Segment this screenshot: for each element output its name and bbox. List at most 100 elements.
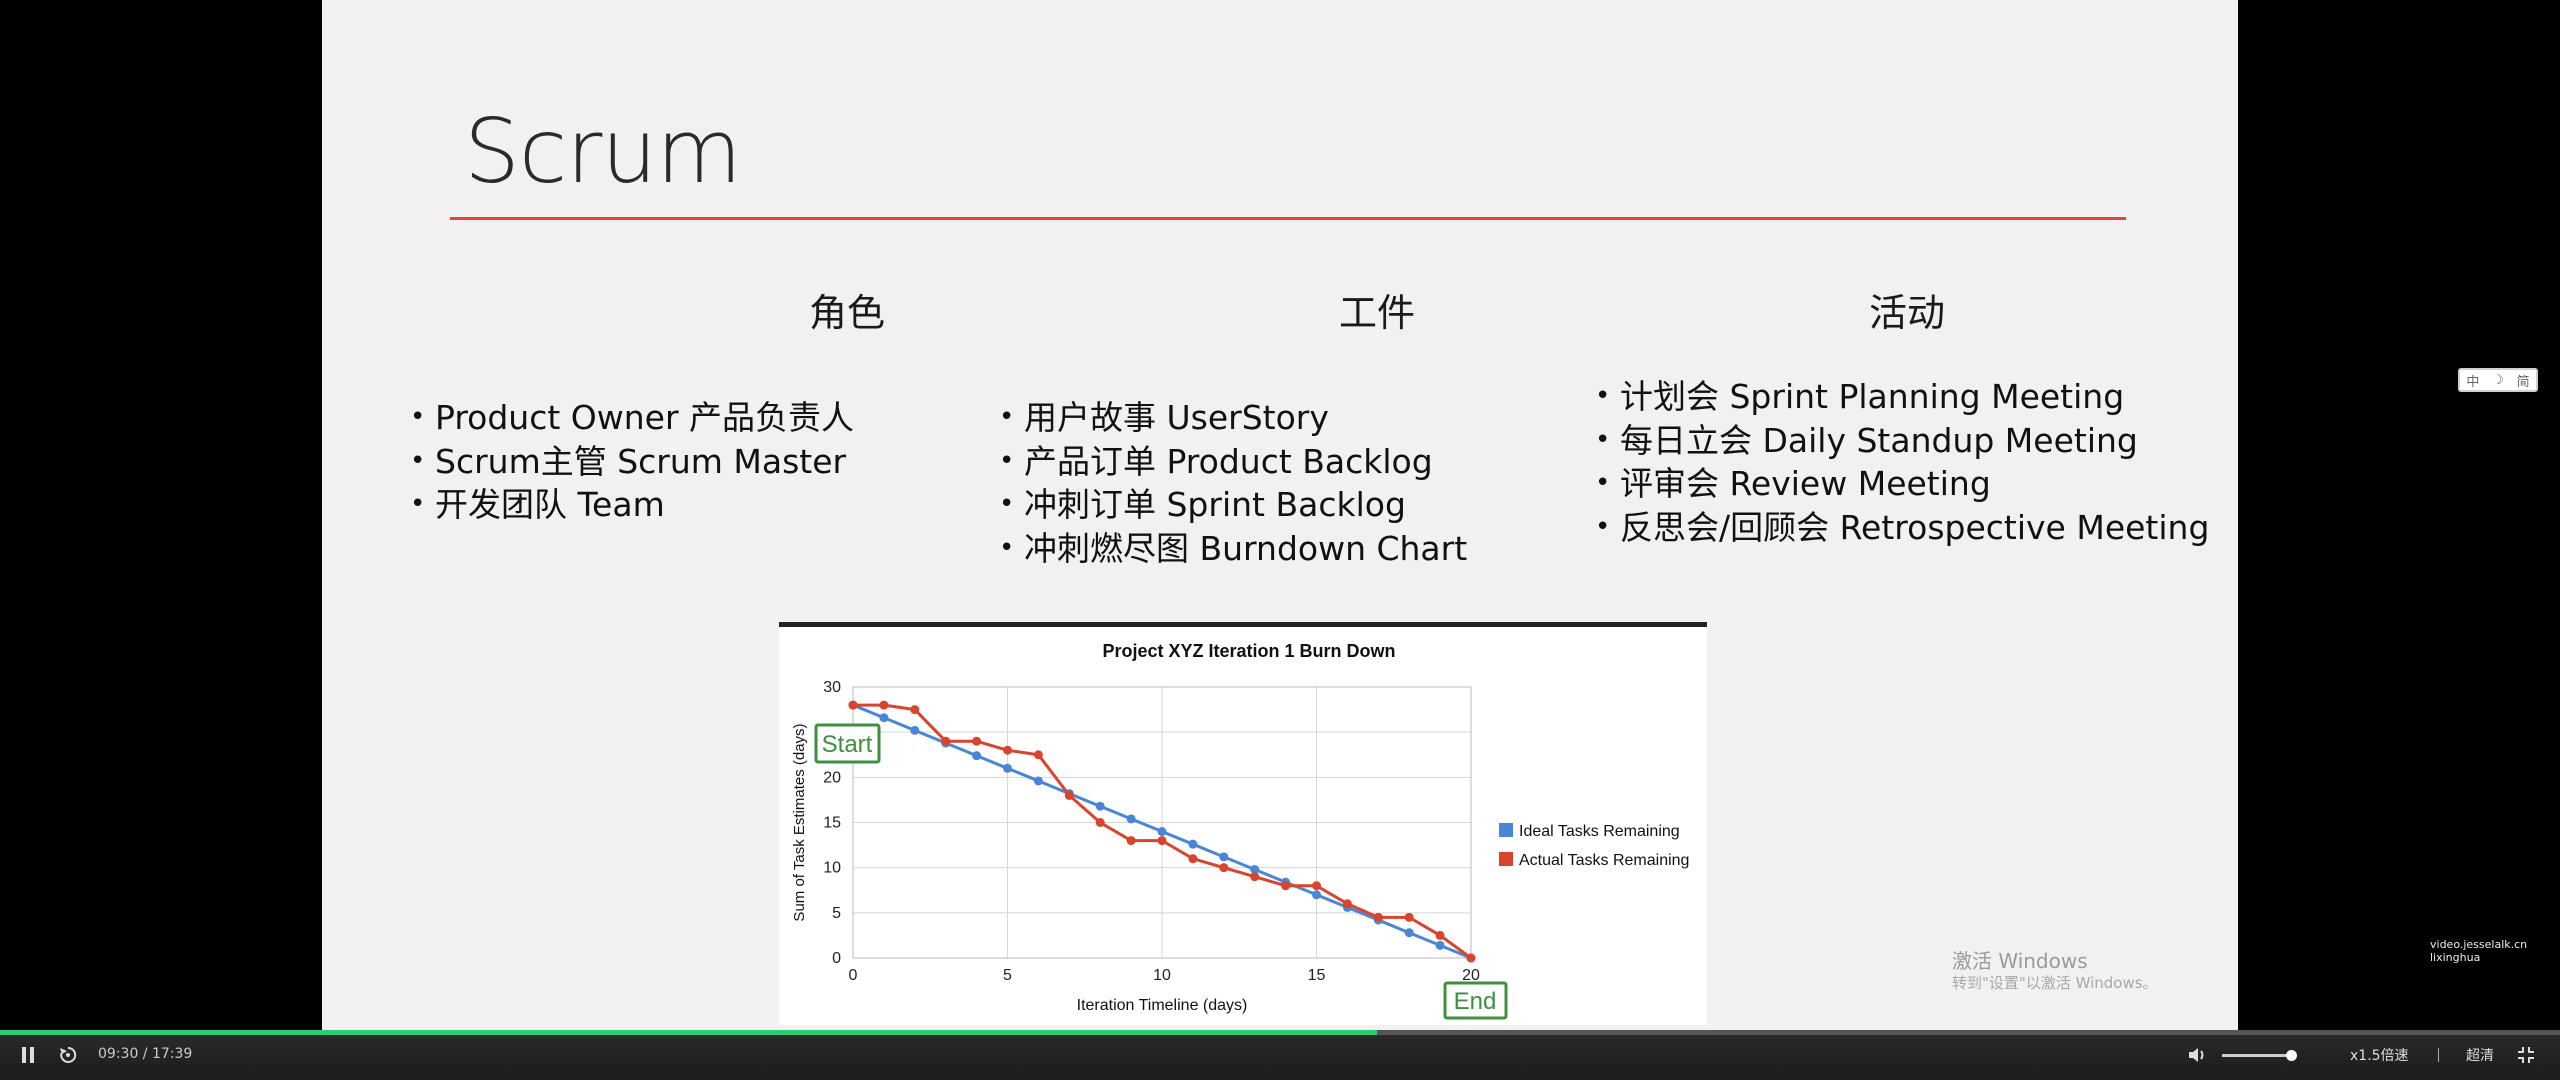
data-point [1342, 899, 1352, 909]
burndown-chart-svg: 05101520253005101520Project XYZ Iteratio… [791, 641, 1689, 1020]
volume-icon [2189, 1048, 2204, 1062]
data-point [1281, 881, 1291, 891]
y-tick-label: 30 [823, 679, 841, 696]
data-point [1064, 790, 1074, 800]
list-item: 开发团队 Team [410, 483, 854, 527]
x-tick-label: 20 [1462, 967, 1480, 984]
data-point [910, 705, 920, 715]
data-point [972, 736, 982, 746]
data-point [941, 736, 951, 746]
volume-slider[interactable] [2222, 1054, 2292, 1057]
column-heading-activities: 活动 [1868, 291, 1945, 335]
y-tick-label: 10 [823, 860, 841, 877]
data-point [1095, 818, 1105, 827]
list-item: Scrum主管 Scrum Master [410, 440, 854, 484]
volume-button[interactable] [2186, 1043, 2210, 1067]
list-item: 冲刺订单 Sprint Backlog [999, 483, 1467, 527]
data-point [1312, 890, 1321, 900]
data-point [1404, 912, 1414, 922]
list-item: 产品订单 Product Backlog [999, 440, 1467, 484]
start-annotation-label: Start [822, 731, 873, 758]
controls-divider [2438, 1048, 2439, 1062]
playback-time: 09:30 / 17:39 [98, 1046, 193, 1062]
slide: Scrum 角色 工件 活动 Product Owner 产品负责人 Scrum… [322, 0, 2238, 1030]
data-point [1219, 863, 1229, 873]
data-point [1003, 763, 1012, 773]
ime-simplified-icon[interactable]: 简 [2516, 374, 2530, 390]
data-point [1435, 930, 1445, 940]
x-tick-label: 0 [849, 967, 858, 984]
playback-speed-button[interactable]: x1.5倍速 [2350, 1048, 2409, 1064]
roles-list: Product Owner 产品负责人 Scrum主管 Scrum Master… [410, 396, 854, 527]
chart-title: Project XYZ Iteration 1 Burn Down [1102, 641, 1395, 661]
ime-moon-icon[interactable]: ☽ [2492, 372, 2504, 388]
activities-list: 计划会 Sprint Planning Meeting 每日立会 Daily S… [1595, 375, 2209, 549]
data-point [1095, 801, 1105, 811]
column-heading-artifacts: 工件 [1338, 291, 1415, 335]
volume-slider-knob[interactable] [2286, 1050, 2297, 1061]
slide-title: Scrum [464, 100, 742, 203]
data-point [1250, 864, 1260, 874]
progress-fill [0, 1030, 1378, 1035]
y-tick-label: 0 [832, 950, 841, 967]
data-point [1033, 750, 1043, 760]
legend-label: Actual Tasks Remaining [1519, 852, 1689, 869]
list-item: Product Owner 产品负责人 [410, 396, 854, 440]
data-point [848, 700, 858, 710]
data-point [910, 725, 920, 735]
data-point [1219, 852, 1229, 862]
column-heading-roles: 角色 [808, 291, 885, 335]
pause-button[interactable] [16, 1043, 40, 1067]
list-item: 反思会/回顾会 Retrospective Meeting [1595, 506, 2209, 550]
exit-fullscreen-icon [2518, 1047, 2534, 1063]
list-item: 评审会 Review Meeting [1595, 462, 2209, 506]
data-point [1435, 940, 1445, 950]
list-item: 冲刺燃尽图 Burndown Chart [999, 527, 1467, 571]
site-watermark: video.jesselalk.cn lixinghua [2430, 938, 2528, 964]
legend-swatch [1499, 852, 1513, 866]
x-tick-label: 15 [1308, 967, 1326, 984]
ime-toolbar[interactable]: 中 ☽ 简 [2458, 368, 2538, 392]
data-point [1033, 776, 1043, 786]
data-point [1157, 836, 1167, 846]
data-point [1312, 881, 1321, 891]
data-point [1003, 745, 1012, 755]
list-item: 计划会 Sprint Planning Meeting [1595, 375, 2209, 419]
data-point [1466, 953, 1476, 963]
data-point [1188, 839, 1198, 849]
data-point [1157, 827, 1167, 837]
ime-lang-icon[interactable]: 中 [2466, 374, 2480, 390]
legend-swatch [1499, 823, 1513, 837]
data-point [972, 751, 982, 761]
title-divider [450, 217, 2126, 220]
start-annotation-box [814, 723, 881, 764]
end-annotation-box [1443, 981, 1508, 1020]
data-point [1188, 854, 1198, 864]
plot-area [852, 686, 1472, 959]
end-annotation-label: End [1454, 988, 1497, 1015]
data-point [1373, 912, 1383, 922]
pause-icon [22, 1047, 34, 1063]
x-axis-label: Iteration Timeline (days) [1077, 997, 1248, 1014]
legend-label: Ideal Tasks Remaining [1519, 823, 1680, 840]
activation-watermark-title: 激活 Windows [1952, 949, 2088, 973]
progress-bar[interactable] [0, 1030, 2560, 1035]
exit-fullscreen-button[interactable] [2514, 1043, 2538, 1067]
y-tick-label: 20 [823, 769, 841, 786]
data-point [1126, 814, 1136, 824]
data-point [1250, 872, 1260, 882]
replay-button[interactable] [56, 1043, 80, 1067]
data-point [1404, 928, 1414, 938]
y-tick-label: 15 [823, 815, 841, 832]
artifacts-list: 用户故事 UserStory 产品订单 Product Backlog 冲刺订单… [999, 396, 1467, 570]
x-tick-label: 10 [1153, 967, 1171, 984]
activation-watermark-hint: 转到"设置"以激活 Windows。 [1952, 974, 2158, 992]
data-point [879, 700, 889, 710]
replay-icon [60, 1046, 77, 1063]
data-point [1126, 836, 1136, 846]
data-point [879, 713, 889, 723]
list-item: 用户故事 UserStory [999, 396, 1467, 440]
quality-button[interactable]: 超清 [2466, 1048, 2494, 1064]
y-axis-label: Sum of Task Estimates (days) [791, 723, 808, 921]
list-item: 每日立会 Daily Standup Meeting [1595, 419, 2209, 463]
